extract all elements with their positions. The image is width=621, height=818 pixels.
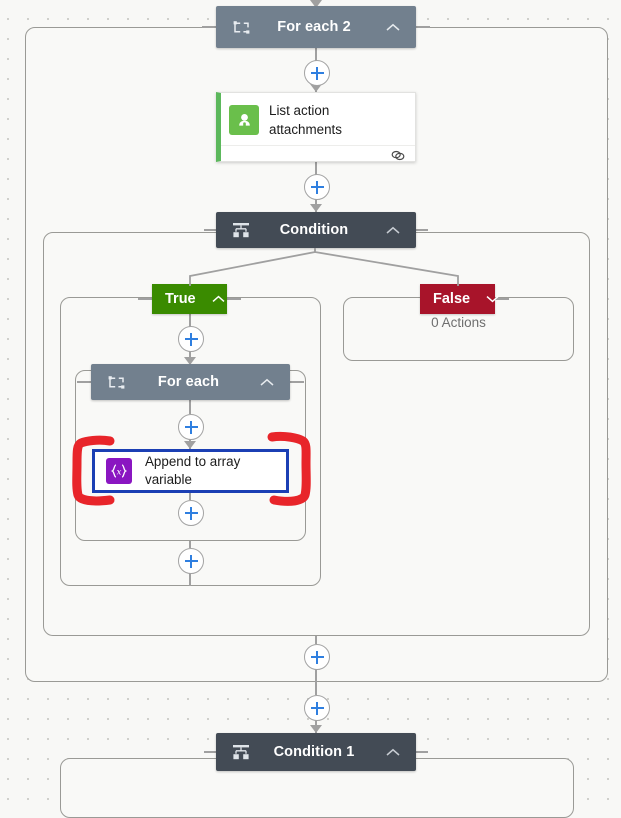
branch-true-label: True	[165, 291, 196, 307]
branch-label-false[interactable]: False	[420, 284, 499, 314]
connector-arrow-top	[310, 0, 322, 8]
insert-step-button-true-top[interactable]	[178, 326, 204, 352]
foreach-right-stub	[290, 381, 304, 383]
comments-icon[interactable]	[390, 148, 406, 168]
chevron-up-icon[interactable]	[212, 295, 225, 303]
connector-arrow-foreach	[184, 357, 196, 365]
chevron-up-icon[interactable]	[254, 369, 280, 395]
node-title: Condition	[279, 222, 349, 238]
chevron-up-icon[interactable]	[380, 739, 406, 765]
condition1-right-stub	[416, 751, 428, 753]
node-title: Append to array variable	[145, 454, 241, 487]
connector-append-to-plus	[189, 493, 191, 500]
condition-left-stub	[204, 229, 216, 231]
node-condition-1[interactable]: Condition 1	[216, 733, 416, 771]
connector-foreach-to-plus	[189, 400, 191, 414]
branch-label-true[interactable]: True	[152, 284, 227, 314]
foreach2-left-stub	[202, 26, 216, 28]
variable-braces-icon: x	[106, 458, 132, 484]
connector-foreach2-to-plus2	[315, 682, 317, 695]
true-right-stub	[227, 298, 241, 300]
insert-step-button-true-bottom[interactable]	[178, 548, 204, 574]
connector-arrow-list	[310, 84, 322, 92]
insert-step-button-after-list[interactable]	[304, 174, 330, 200]
connector-true-to-plus	[189, 314, 191, 328]
foreach2-right-stub	[416, 26, 430, 28]
node-title: Condition 1	[273, 744, 355, 760]
connector-condition-scope-to-plus	[315, 636, 317, 644]
connector-plus-to-foreach2-end	[315, 668, 317, 682]
node-append-to-array-variable[interactable]: x Append to array variable	[92, 449, 289, 493]
true-left-stub	[138, 298, 152, 300]
connector-arrow-condition1	[310, 725, 322, 733]
node-title: For each 2	[277, 19, 351, 35]
branch-false-label: False	[433, 291, 471, 307]
planner-person-icon	[229, 105, 259, 135]
chevron-up-icon[interactable]	[380, 14, 406, 40]
node-condition[interactable]: Condition	[216, 212, 416, 248]
false-branch-empty-text: 0 Actions	[431, 315, 486, 330]
connector-arrow-condition	[310, 204, 322, 212]
node-title: For each	[157, 374, 220, 390]
insert-step-button-after-condition[interactable]	[304, 644, 330, 670]
node-list-action-attachments[interactable]: List action attachments	[216, 92, 416, 162]
condition-branch-icon	[228, 739, 254, 765]
node-title: List action attachments	[269, 103, 342, 137]
insert-step-button-foreach-top[interactable]	[178, 414, 204, 440]
insert-step-button-after-foreach2-scope[interactable]	[304, 695, 330, 721]
loop-icon	[103, 369, 129, 395]
insert-step-button-after-append[interactable]	[178, 500, 204, 526]
false-right-stub	[495, 298, 509, 300]
insert-step-button-after-foreach2[interactable]	[304, 60, 330, 86]
scope-false-branch	[343, 297, 574, 361]
card-footer	[221, 145, 415, 168]
loop-icon	[228, 14, 254, 40]
chevron-up-icon[interactable]	[380, 217, 406, 243]
connector-foreach-scope-to-plus	[189, 541, 191, 548]
condition-right-stub	[416, 229, 428, 231]
condition-branch-icon	[228, 217, 254, 243]
connector-arrow-append	[184, 441, 196, 449]
foreach-left-stub	[77, 381, 91, 383]
node-foreach[interactable]: For each	[91, 364, 290, 400]
chevron-down-icon[interactable]	[486, 295, 499, 303]
connector-true-scope-bottom	[189, 571, 191, 586]
svg-text:x: x	[117, 467, 122, 477]
node-foreach-2[interactable]: For each 2	[216, 6, 416, 48]
condition1-left-stub	[204, 751, 216, 753]
